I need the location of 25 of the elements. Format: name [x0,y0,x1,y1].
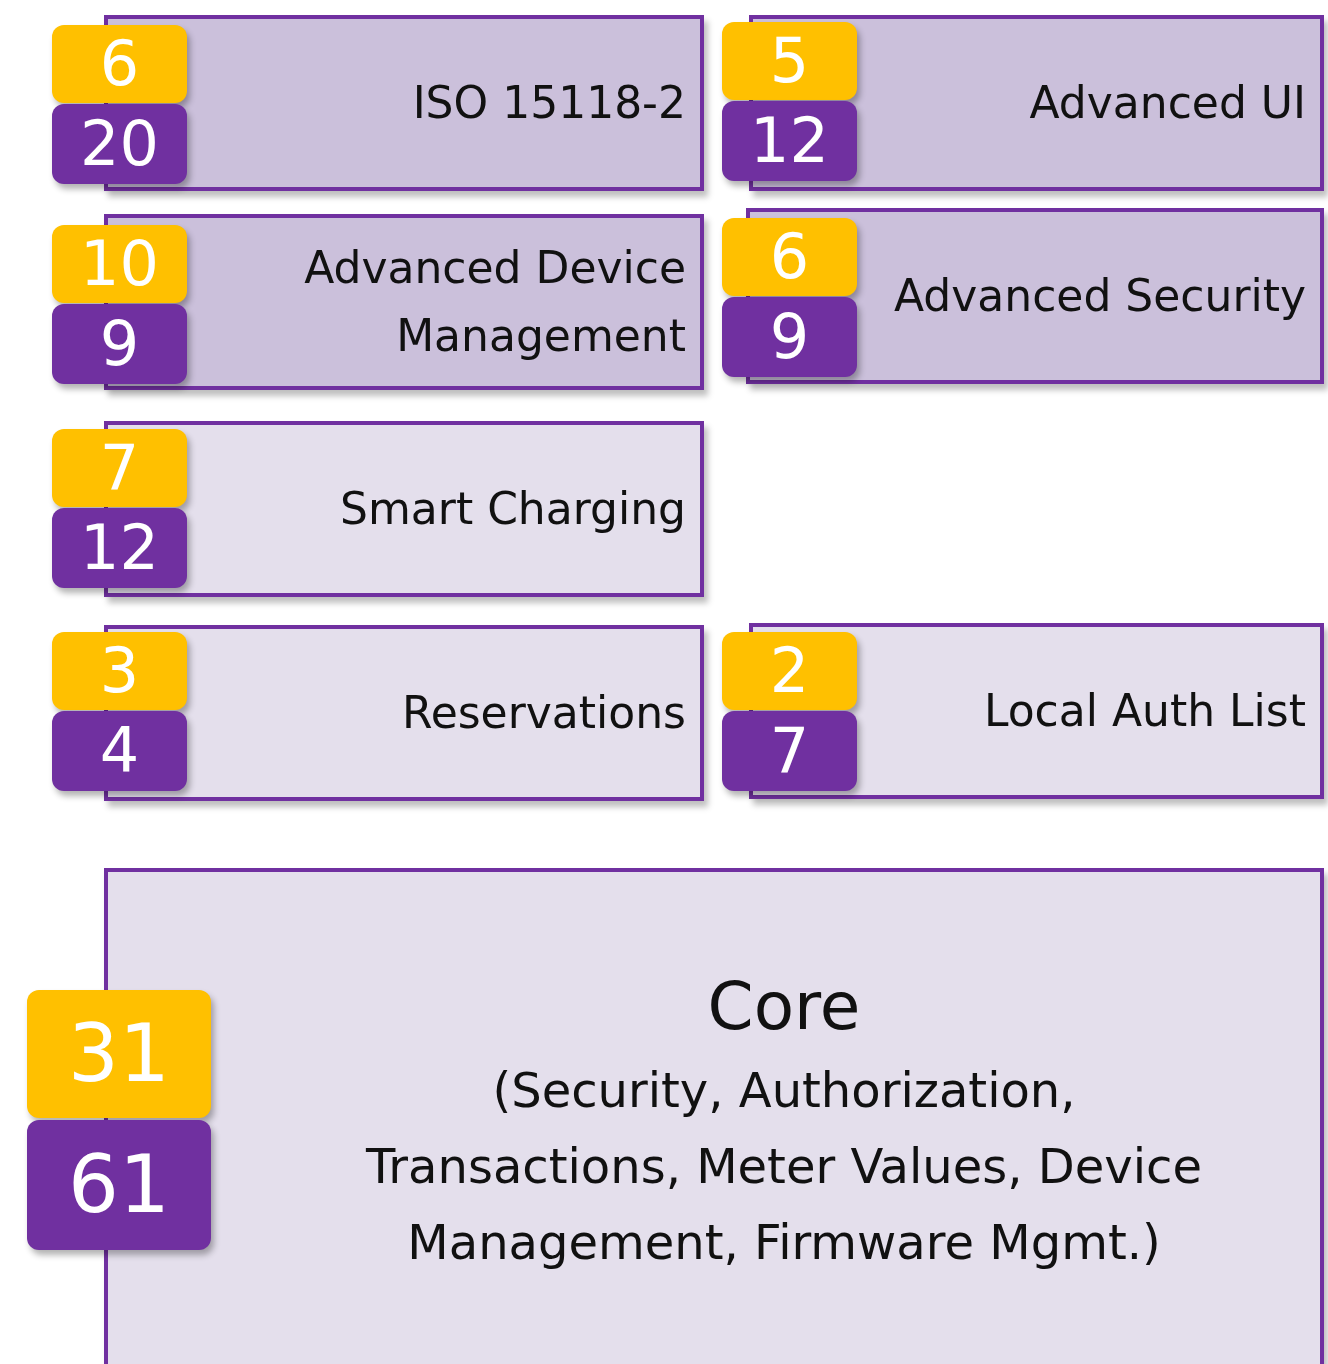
module-title: Advanced Device Management [303,241,686,363]
count-badge: 2 [722,632,857,710]
count-badge: 12 [722,101,857,181]
module-title: Smart Charging [340,482,686,536]
module-title: ISO 15118-2 [412,76,686,130]
count-badge: 3 [52,632,187,710]
module-title: Core [707,967,861,1047]
count-badge: 10 [52,225,187,303]
count-badge: 6 [52,25,187,103]
module-title: Advanced UI [1029,76,1306,130]
module-title: Advanced Security [894,269,1306,323]
count-badge: 31 [27,990,211,1118]
count-badge: 20 [52,104,187,184]
count-badge: 9 [722,297,857,377]
module-title: Reservations [402,686,686,740]
module-description: (Security, Authorization, Transactions, Meter Values, Device Management, Firmware Mgmt.) [365,1061,1203,1272]
count-badge: 12 [52,508,187,588]
count-badge: 6 [722,218,857,296]
module-title: Local Auth List [983,684,1306,738]
count-badge: 5 [722,22,857,100]
count-badge: 7 [722,711,857,791]
count-badge: 4 [52,711,187,791]
count-badge: 61 [27,1120,211,1250]
count-badge: 9 [52,304,187,384]
count-badge: 7 [52,429,187,507]
